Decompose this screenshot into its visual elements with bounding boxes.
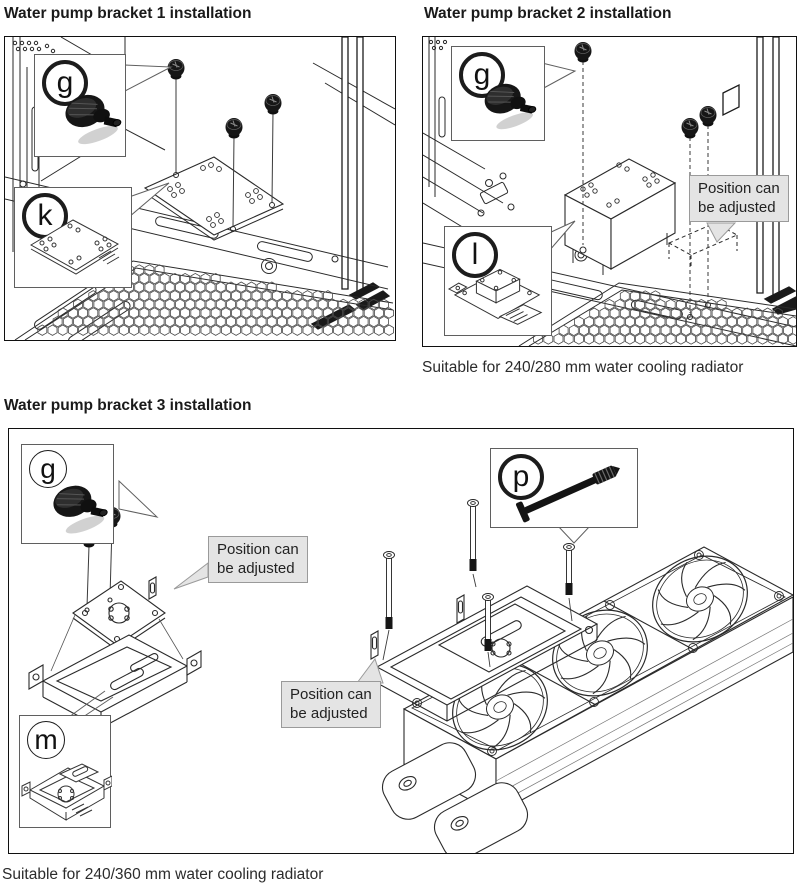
pump-bracket1-plate — [145, 157, 283, 240]
fan — [637, 540, 762, 658]
pump-bracket2-body — [565, 159, 675, 275]
part-letter-badge: p — [498, 454, 544, 500]
panel-bracket2-figure: g l — [422, 36, 797, 347]
callout-tail — [119, 481, 157, 517]
label-tail — [357, 659, 383, 683]
pump-bracket3-plate — [73, 526, 165, 650]
callout-part-l: l — [444, 226, 552, 336]
callout-tail — [69, 691, 113, 717]
caption-bracket2: Suitable for 240/280 mm water cooling ra… — [422, 359, 744, 376]
callout-part-p: p — [490, 448, 638, 528]
thumbscrew-icon — [574, 41, 592, 63]
pump-bracket2-icon — [445, 235, 553, 345]
pump-bracket3-frame — [29, 615, 201, 728]
case-frame-left — [423, 37, 514, 231]
pump-bracket3-icon — [20, 716, 112, 829]
part-letter-badge: g — [29, 450, 67, 488]
bracket1-scene-drawing — [5, 37, 395, 340]
callout-part-m: m — [19, 715, 112, 829]
label-tail — [707, 223, 735, 242]
position-adjust-label: Position can be adjusted — [208, 536, 308, 583]
label-line1: Position can — [290, 686, 372, 703]
label-tail — [174, 563, 208, 589]
long-screw-icon — [384, 552, 395, 629]
label-line2: be adjusted — [217, 560, 295, 577]
adjustable-position-ghost — [669, 223, 737, 269]
caption-bracket3: Suitable for 240/360 mm water cooling ra… — [2, 866, 324, 883]
callout-tail — [125, 65, 171, 91]
bracket3-scene-drawing — [9, 429, 793, 853]
thumbscrew-icon — [699, 105, 717, 127]
callout-part-k: k — [14, 187, 132, 288]
thumbscrew-icon — [264, 93, 282, 115]
panel-bracket1-figure: g k — [4, 36, 396, 341]
mounting-plate-icon — [15, 188, 133, 289]
callout-tail — [542, 63, 575, 89]
label-line2: be adjusted — [290, 705, 368, 722]
thumbscrews — [167, 58, 282, 232]
radiator-tank — [376, 736, 482, 825]
long-screw-icon — [483, 594, 494, 651]
callout-part-g: g — [451, 46, 545, 141]
bracket2-scene-drawing — [423, 37, 796, 346]
long-screw-icon — [564, 544, 575, 595]
section-title-bracket2: Water pump bracket 2 installation — [424, 5, 672, 22]
callout-part-g: g — [21, 444, 114, 544]
thumbscrew-icon — [484, 83, 546, 130]
fan — [437, 648, 562, 766]
long-screws — [383, 500, 575, 668]
radiator-tank — [428, 776, 534, 853]
case-frame-columns — [723, 37, 796, 314]
part-letter-badge: l — [452, 232, 498, 278]
position-adjust-label: Position can be adjusted — [689, 175, 789, 222]
long-screw-icon — [516, 465, 620, 523]
label-line1: Position can — [217, 541, 299, 558]
case-frame-columns — [312, 37, 389, 329]
panel-bracket3-figure: g p — [8, 428, 794, 854]
long-screw-icon — [468, 500, 479, 571]
part-letter-badge: g — [42, 60, 88, 106]
part-letter-badge: m — [27, 721, 65, 759]
label-line1: Position can — [698, 180, 780, 197]
thumbscrew-icon — [53, 485, 115, 534]
section-title-bracket3: Water pump bracket 3 installation — [4, 397, 252, 414]
thumbscrew-icon — [681, 117, 699, 139]
hex-vent-pattern — [534, 291, 796, 344]
position-adjust-label: Position can be adjusted — [281, 681, 381, 728]
hex-vent-pattern — [38, 265, 394, 336]
label-line2: be adjusted — [698, 199, 776, 216]
psu-shroud — [15, 261, 393, 340]
thumbscrew-icon — [167, 58, 185, 80]
radiator-360 — [376, 540, 793, 853]
thumbscrew-icon — [65, 94, 127, 145]
callout-part-g: g — [34, 54, 126, 157]
section-title-bracket1: Water pump bracket 1 installation — [4, 5, 252, 22]
thumbscrew-icon — [225, 117, 243, 139]
